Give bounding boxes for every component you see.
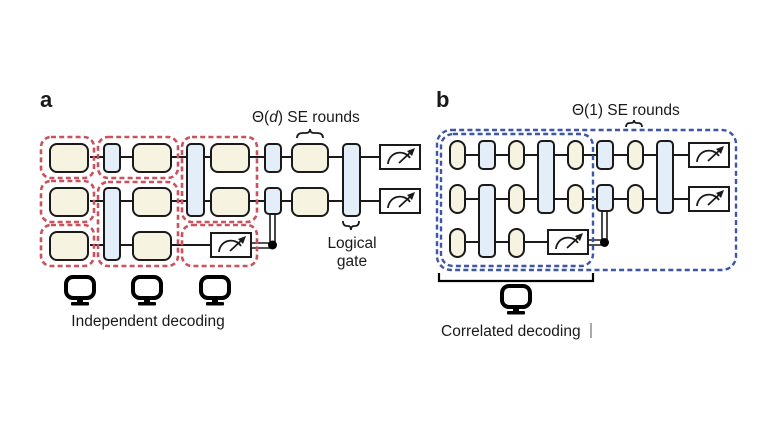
se-blocks-b	[449, 140, 644, 258]
meter-icon	[210, 232, 252, 258]
meter-icon	[688, 186, 730, 212]
se-blocks-a	[49, 143, 329, 261]
logical-gate-label-line2: gate	[337, 253, 367, 270]
decoding-label-b: Correlated decoding	[441, 323, 581, 340]
panel-b: b	[435, 87, 738, 340]
panel-a-label: a	[40, 87, 53, 112]
monitor-icon	[199, 275, 231, 308]
panel-a: a	[39, 87, 421, 330]
panel-b-label: b	[436, 87, 449, 112]
monitor-icon	[500, 284, 532, 317]
meter-icon	[379, 188, 421, 214]
se-rounds-brace-a	[296, 128, 324, 139]
monitor-icon	[64, 275, 96, 308]
se-rounds-label-b: Θ(1) SE rounds	[572, 102, 680, 119]
logical-gate-label-line1: Logical	[327, 235, 376, 252]
gate-blocks-b	[478, 140, 674, 258]
gate-brace-a	[342, 220, 360, 231]
decoding-bracket-b	[437, 273, 595, 283]
classical-wire-b	[588, 211, 609, 247]
meter-icon	[379, 144, 421, 170]
meter-icon	[688, 142, 730, 168]
classical-wire-a	[250, 212, 277, 250]
monitor-icon	[131, 275, 163, 308]
decoding-regions-b	[435, 128, 738, 272]
meter-icon	[547, 229, 589, 255]
se-rounds-brace-b	[625, 119, 643, 128]
decoding-label-a: Independent decoding	[71, 313, 224, 330]
gate-blocks-a	[103, 143, 361, 261]
se-rounds-label-a: Θ(d) SE rounds	[252, 109, 360, 126]
decoding-regions-a	[39, 135, 259, 268]
